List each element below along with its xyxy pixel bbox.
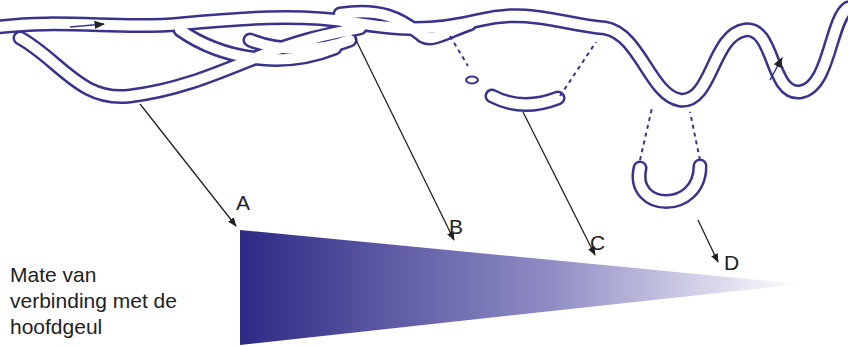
flow-arrow [70,24,104,27]
axis-label: Mate van verbinding met de hoofdgeul [10,262,180,340]
pointer-lines [140,38,718,262]
class-letter: B [449,214,463,239]
class-letter: D [724,250,739,275]
channel-outlines [0,8,848,202]
small-lake [466,77,478,84]
class-letter: A [236,190,250,215]
flow-arrow [770,58,782,80]
connection-wedge [240,230,800,345]
class-letter: C [590,230,605,255]
former-connections [450,36,700,160]
